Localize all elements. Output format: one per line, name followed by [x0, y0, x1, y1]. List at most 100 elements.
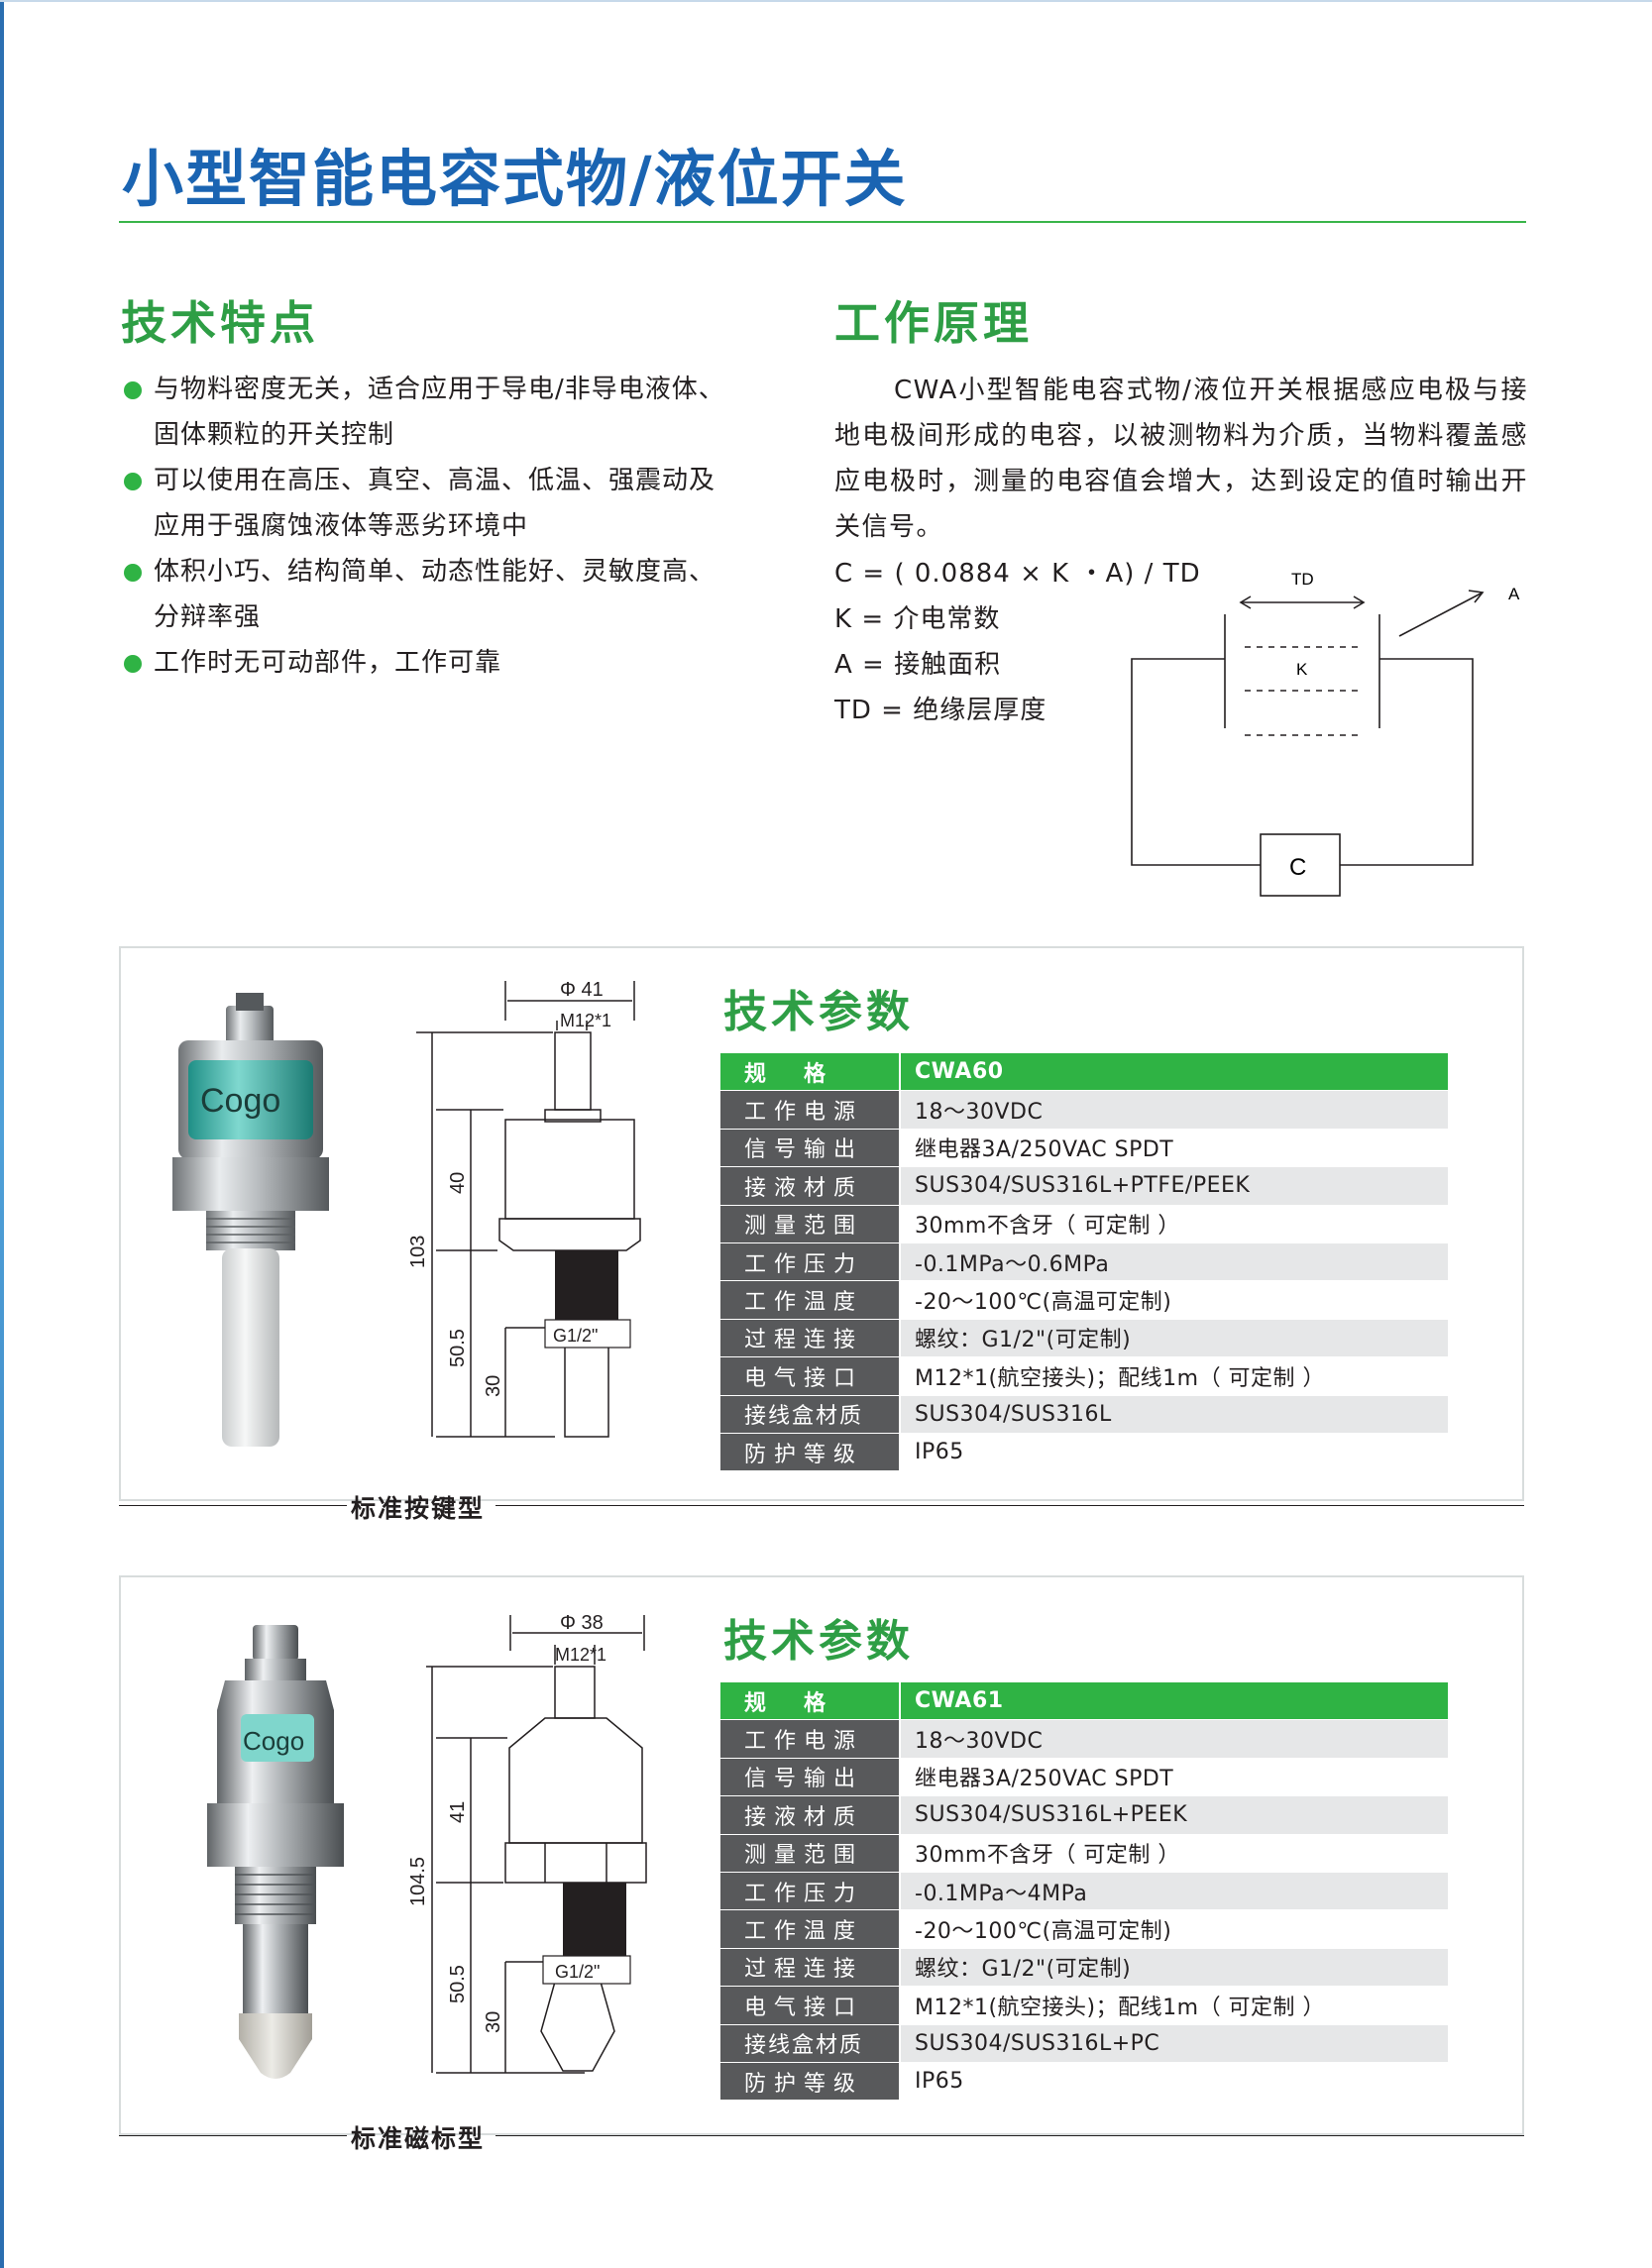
dim-diameter: Φ 41 — [560, 981, 604, 1001]
a-arrow-line — [1398, 592, 1484, 637]
spec-row: 工作压力-0.1MPa～4MPa — [720, 1872, 1448, 1911]
caption-cwa61: 标准磁标型 — [351, 2124, 486, 2153]
product-photo-cwa60: Cogo — [172, 993, 329, 1447]
k-label: K — [1296, 660, 1308, 679]
spec-label: 电气接口 — [720, 1357, 901, 1396]
feature-item: 体积小巧、结构简单、动态性能好、灵敏度高、 分辩率强 — [121, 549, 795, 640]
spec-label: 接线盒材质 — [720, 2024, 901, 2063]
page-title: 小型智能电容式物/液位开关 — [122, 143, 908, 215]
spec-value: SUS304/SUS316L+PTFE/PEEK — [901, 1167, 1448, 1206]
formula-line: C = ( 0.0884 × K ・A) / TD — [834, 559, 1201, 589]
spec-header-model: CWA61 — [901, 1682, 1448, 1721]
spec-value: 继电器3A/250VAC SPDT — [901, 1130, 1448, 1168]
dim-probe: 30 — [483, 1375, 504, 1397]
spec-header-label: 规 格 — [720, 1053, 901, 1092]
connector-m12 — [226, 1006, 274, 1045]
dim-probe: 30 — [483, 2011, 504, 2033]
a-label: A — [1508, 585, 1520, 603]
spec-value: SUS304/SUS316L — [901, 1395, 1448, 1434]
spec-label: 工作温度 — [720, 1281, 901, 1320]
formula-line: TD = 绝缘层厚度 — [834, 696, 1047, 725]
spec-row: 工作压力-0.1MPa～0.6MPa — [720, 1242, 1448, 1282]
circuit-right-wire — [1340, 658, 1474, 866]
spec-value: SUS304/SUS316L+PC — [901, 2024, 1448, 2063]
thread — [206, 1211, 295, 1250]
spec-value: -20～100℃(高温可定制) — [901, 1281, 1448, 1320]
spec-header-model: CWA60 — [901, 1053, 1448, 1092]
spec-label: 过程连接 — [720, 1319, 901, 1358]
spec-value: IP65 — [901, 2063, 1448, 2102]
spec-value: 18～30VDC — [901, 1720, 1448, 1759]
feature-item: 可以使用在高压、真空、高温、低温、强震动及 应用于强腐蚀液体等恶劣环境中 — [121, 458, 795, 549]
dim-connector: M12*1 — [555, 1645, 606, 1665]
connector-outline — [554, 1666, 596, 1719]
spec-row: 信号输出继电器3A/250VAC SPDT — [720, 1758, 1448, 1797]
spec-value: -0.1MPa～0.6MPa — [901, 1242, 1448, 1282]
spec-title-cwa60: 技术参数 — [723, 987, 914, 1037]
caption-line — [119, 2135, 347, 2136]
housing-outline — [504, 1119, 635, 1220]
spec-value: 18～30VDC — [901, 1091, 1448, 1130]
spec-value: 螺纹：G1/2"(可定制) — [901, 1319, 1448, 1358]
spec-label: 电气接口 — [720, 1987, 901, 2025]
c-label: C — [1289, 854, 1306, 881]
dim-total: 103 — [407, 1236, 429, 1268]
spec-row: 工作温度-20～100℃(高温可定制) — [720, 1910, 1448, 1949]
dimension-drawing-cwa61: Φ 38 M12*1 G1/2" 104.5 41 50.5 30 — [407, 1615, 647, 2074]
feature-item: 工作时无可动部件，工作可靠 — [121, 640, 795, 686]
spec-label: 防护等级 — [720, 2062, 901, 2102]
hex-nut — [207, 1803, 344, 1867]
caption-line — [496, 2135, 1524, 2136]
spec-label: 工作温度 — [720, 1910, 901, 1949]
teal-label — [241, 1714, 314, 1762]
peek-tip — [239, 2013, 312, 2079]
dim-lower: 50.5 — [447, 1965, 469, 2003]
principle-text: CWA小型智能电容式物/液位开关根据感应电极与接地电极间形成的电容，以被测物料为… — [834, 376, 1528, 542]
spec-row: 工作温度-20～100℃(高温可定制) — [720, 1281, 1448, 1320]
dim-total: 104.5 — [407, 1857, 429, 1906]
housing-outline — [508, 1717, 643, 1844]
spec-label: 测量范围 — [720, 1205, 901, 1243]
circuit-left-wire — [1131, 658, 1261, 866]
spec-label: 过程连接 — [720, 1948, 901, 1988]
feature-line: 应用于强腐蚀液体等恶劣环境中 — [154, 511, 529, 541]
dim-thread: G1/2" — [553, 1326, 598, 1346]
spec-label: 防护等级 — [720, 1433, 901, 1472]
spec-label: 接液材质 — [720, 1167, 901, 1206]
dim-upper: 41 — [447, 1801, 469, 1823]
feature-item: 与物料密度无关，适合应用于导电/非导电液体、 固体颗粒的开关控制 — [121, 367, 795, 458]
principle-heading: 工作原理 — [834, 296, 1033, 350]
connector-m12 — [253, 1625, 298, 1661]
td-label: TD — [1291, 570, 1314, 589]
formula-line: A = 接触面积 — [834, 650, 1002, 680]
spec-value: 螺纹：G1/2"(可定制) — [901, 1948, 1448, 1988]
brand-logo: Cogo — [243, 1726, 304, 1756]
features-heading: 技术特点 — [121, 296, 319, 350]
capacitance-meter-box — [1260, 833, 1341, 897]
connector-outline — [554, 1031, 592, 1111]
dimension-drawing-cwa60: Φ 41 M12*1 G1/2" 103 40 50.5 30 — [407, 981, 641, 1438]
page-top-edge — [0, 0, 1652, 2]
spec-label: 测量范围 — [720, 1834, 901, 1873]
capacitance-diagram: TD A K C — [1131, 570, 1520, 897]
spec-label: 信号输出 — [720, 1129, 901, 1168]
spec-value: IP65 — [901, 1434, 1448, 1472]
hex-outline — [504, 1842, 647, 1884]
dim-thread: G1/2" — [555, 1962, 600, 1982]
formula-block: C = ( 0.0884 × K ・A) / TD K = 介电常数 A = 接… — [834, 551, 1201, 733]
spec-row: 过程连接螺纹：G1/2"(可定制) — [720, 1948, 1448, 1988]
hex-nut — [172, 1157, 329, 1211]
spec-label: 工作电源 — [720, 1091, 901, 1130]
feature-line: 与物料密度无关，适合应用于导电/非导电液体、 — [154, 375, 725, 404]
features-list: 与物料密度无关，适合应用于导电/非导电液体、 固体颗粒的开关控制 可以使用在高压… — [121, 367, 795, 686]
